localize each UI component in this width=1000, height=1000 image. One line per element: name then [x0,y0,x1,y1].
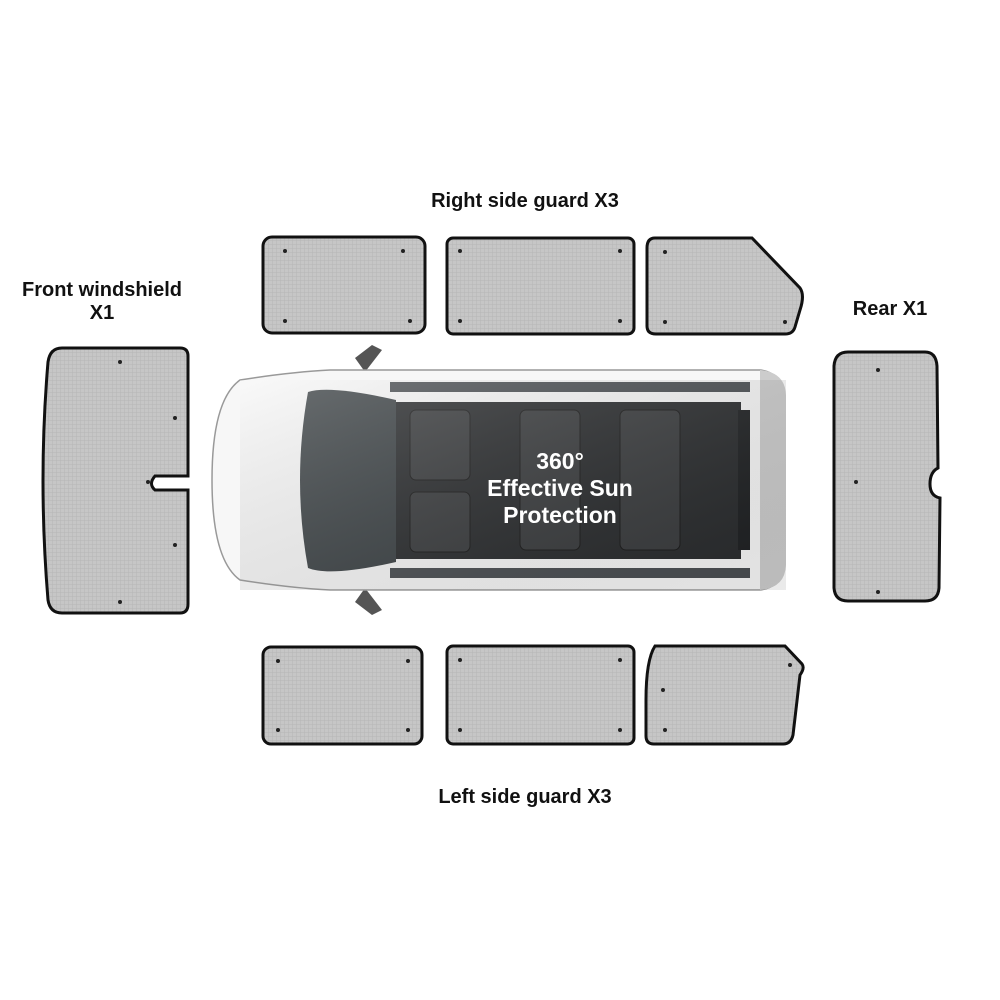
van-top-view [211,345,786,615]
left-side-guard-label: Left side guard X3 [438,786,612,808]
right-side-panel-1 [261,235,427,335]
right-side-panel-3 [645,236,804,336]
left-side-panel-2 [445,644,636,746]
right-side-guard-label: Right side guard X3 [431,190,619,212]
caption-line-2: Effective Sun [487,475,633,501]
left-side-panel-3 [644,644,805,746]
front-windshield-label: Front windshield X1 [0,279,204,325]
caption-line-1: 360° [536,448,584,474]
left-side-panel-1 [261,645,424,746]
rear-label: Rear X1 [852,298,928,320]
protection-caption: 360° Effective Sun Protection [440,448,680,529]
front-windshield-panel [41,346,190,615]
right-side-panel-2 [445,236,636,336]
rear-panel [832,350,942,603]
mounting-dots [118,249,880,732]
front-windshield-label-line2: X1 [89,302,115,324]
front-windshield-label-line1: Front windshield [22,279,182,301]
caption-line-3: Protection [503,502,617,528]
